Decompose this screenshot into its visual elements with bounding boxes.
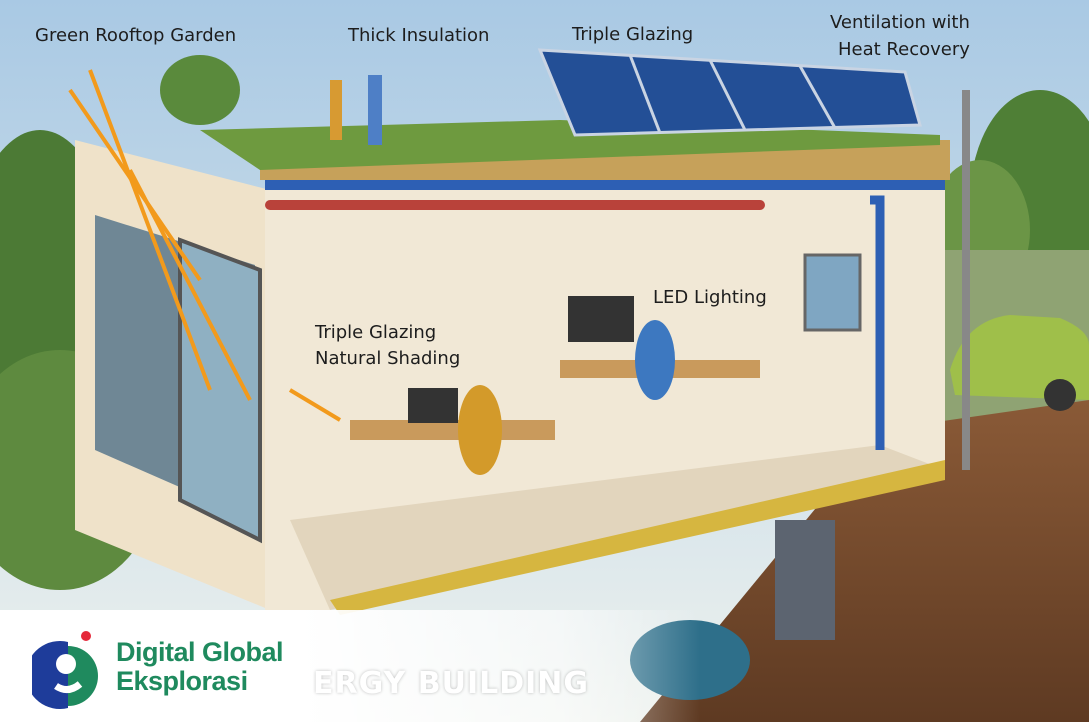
solar-panels [537,48,922,137]
logo-line2: Eksplorasi [116,666,248,696]
logo-line1: Digital Global [116,637,284,667]
building-title: ERGY BUILDING [313,666,590,701]
label-triple-glazing: Triple Glazing [315,322,437,343]
office-scene [350,296,760,475]
label-green-rooftop-garden: Green Rooftop Garden [35,25,237,46]
street-lamp [962,90,970,470]
label-ventilation-line1: Ventilation with [830,12,970,33]
label-ventilation-line2: Heat Recovery [838,39,970,60]
label-thick-insulation: Thick Insulation [348,25,490,46]
logo-text: Digital Global Eksplorasi [116,637,284,696]
car [950,315,1089,411]
green-roof [200,75,940,170]
label-led-lighting: LED Lighting [653,287,767,308]
logo-icon [32,631,98,709]
label-natural-shading: Natural Shading [315,348,461,369]
label-triple-glazing-top: Triple Glazing [572,24,694,45]
banner [0,610,1089,722]
sun-arrows [68,69,342,422]
